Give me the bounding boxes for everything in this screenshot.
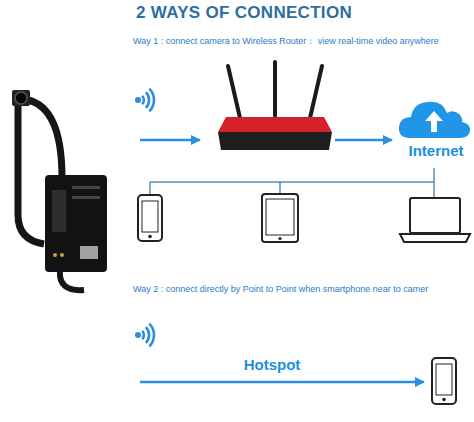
wifi-arc xyxy=(146,327,149,343)
wifi-arc xyxy=(142,96,144,104)
circuit-board xyxy=(45,175,107,272)
cloud-shape xyxy=(396,94,472,144)
phone-button xyxy=(442,398,446,402)
laptop-screen xyxy=(410,198,460,233)
link-label: Hotspot xyxy=(222,356,322,373)
router-body xyxy=(218,132,332,150)
board-detail xyxy=(72,186,100,189)
tablet-button xyxy=(278,237,281,240)
solder-point xyxy=(60,253,64,257)
camera-lens xyxy=(15,92,27,104)
antenna xyxy=(228,66,240,118)
way-note: Way 1 : connect camera to Wireless Route… xyxy=(133,36,469,47)
camera-housing xyxy=(12,90,30,106)
phone-icon xyxy=(138,195,162,241)
wifi-dot xyxy=(135,97,141,103)
phone-button xyxy=(148,235,152,239)
wifi-arc xyxy=(149,89,154,112)
tablet-icon xyxy=(262,194,298,242)
way-note: Way 2 : connect directly by Point to Poi… xyxy=(133,284,469,295)
arrow xyxy=(140,139,200,142)
ribbon-cable xyxy=(60,270,84,290)
node-label: Internet xyxy=(396,142,474,159)
wifi-arc xyxy=(142,331,144,339)
tablet-screen xyxy=(266,199,294,235)
antenna xyxy=(310,66,322,118)
wire xyxy=(149,182,151,194)
solder-point xyxy=(53,253,57,257)
ribbon-cable xyxy=(28,100,62,178)
laptop-base xyxy=(400,234,470,242)
router-top xyxy=(218,117,332,132)
phone-screen xyxy=(436,364,452,395)
cloud-node: Internet xyxy=(396,94,474,159)
wifi-arc xyxy=(149,324,154,347)
wire xyxy=(150,181,434,183)
connector xyxy=(80,246,98,259)
board-detail xyxy=(72,196,100,199)
phone-icon xyxy=(432,358,456,404)
ribbon-cable xyxy=(18,106,44,244)
arrow xyxy=(140,381,424,384)
chip xyxy=(52,190,66,232)
cloud xyxy=(399,102,470,138)
upload-arrow xyxy=(425,111,443,132)
wire xyxy=(433,168,435,182)
wire xyxy=(433,182,435,197)
phone-screen xyxy=(142,201,158,232)
wifi-arc xyxy=(146,92,149,108)
title: 2 WAYS OF CONNECTION xyxy=(0,3,474,23)
wifi-dot xyxy=(135,332,141,338)
antenna xyxy=(273,62,277,116)
arrow xyxy=(335,139,392,142)
wire xyxy=(279,182,281,193)
